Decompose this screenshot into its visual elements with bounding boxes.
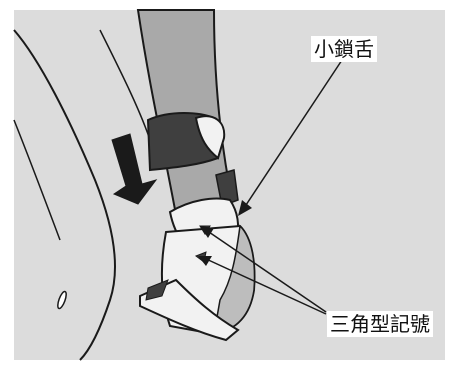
buckle-side-shadow <box>213 224 256 335</box>
leader-line-triangle-buckle <box>203 257 327 315</box>
leader-arrowhead-triangle-tongue <box>200 226 214 238</box>
leader-arrowhead-triangle-buckle <box>198 256 212 266</box>
seat-panel-curve <box>99 29 151 141</box>
buckle-base <box>139 278 240 342</box>
leader-arrowhead-small-tongue <box>238 200 252 216</box>
leader-line-small-tongue <box>243 59 343 209</box>
down-arrow-icon <box>111 133 158 205</box>
seat-bolt-hole <box>57 290 67 310</box>
seat-surface-edge <box>13 119 61 241</box>
callout-small-tongue: 小鎖舌 <box>311 36 377 62</box>
leader-line-triangle-tongue <box>205 229 327 313</box>
strap-loop-flap <box>194 115 226 160</box>
callout-triangle-marks: 三角型記號 <box>327 311 433 337</box>
seat-surface-outline <box>13 29 116 361</box>
strap-shadow <box>215 169 239 208</box>
buckle-base-shadow <box>145 279 169 301</box>
